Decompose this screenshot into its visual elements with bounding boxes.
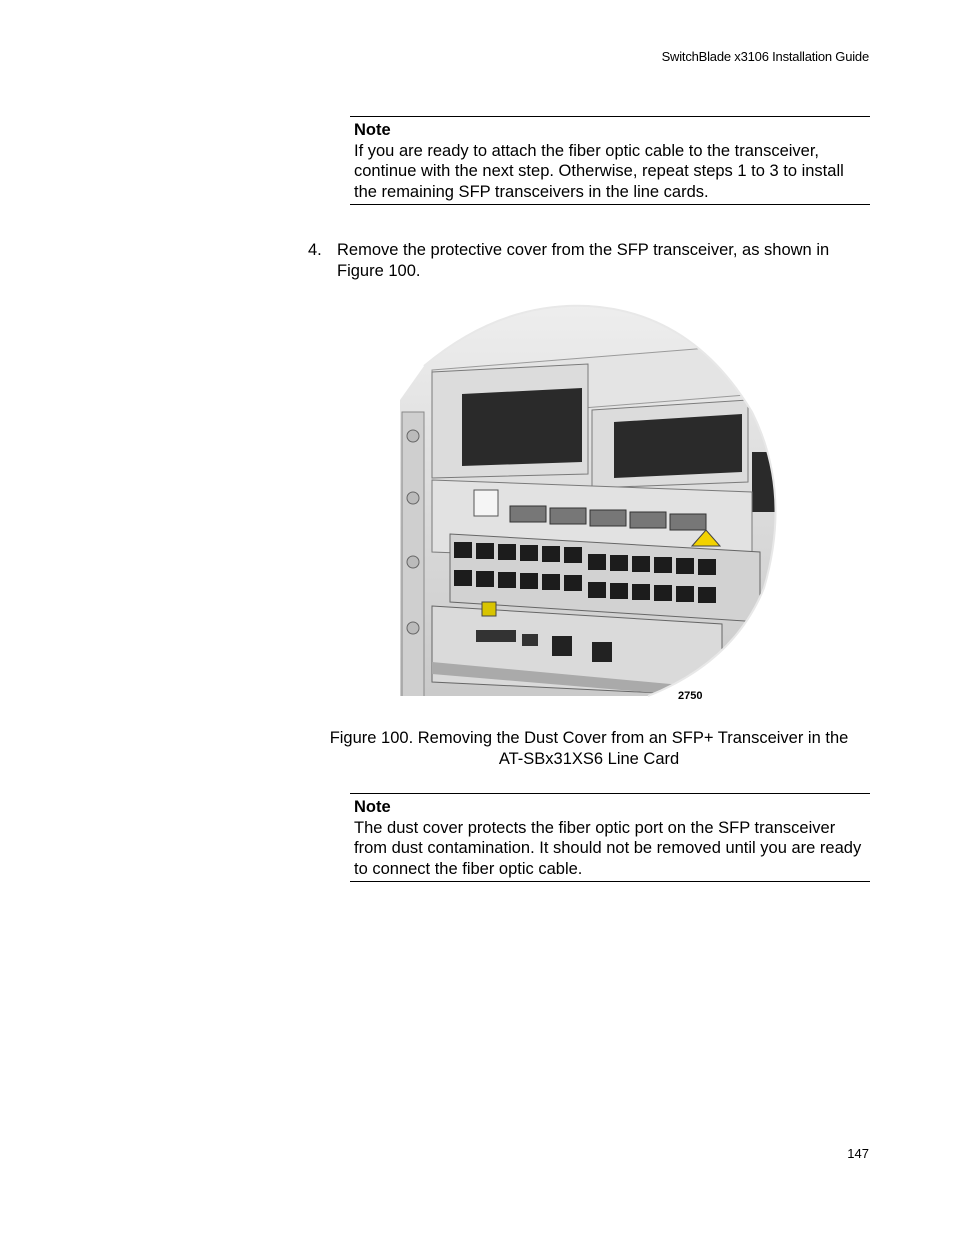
- note-body: If you are ready to attach the fiber opt…: [354, 141, 844, 201]
- caption-line-1: Figure 100. Removing the Dust Cover from…: [329, 729, 849, 747]
- running-header: SwitchBlade x3106 Installation Guide: [661, 49, 870, 64]
- caption-line-2: AT-SBx31XS6 Line Card: [498, 749, 680, 768]
- figure-id-label: 2750: [678, 690, 702, 702]
- chassis-illustration: 2750: [400, 304, 777, 702]
- step-4: 4. Remove the protective cover from the …: [308, 240, 868, 281]
- step-number: 4.: [308, 241, 322, 259]
- note-title: Note: [354, 798, 391, 816]
- note-top: Note If you are ready to attach the fibe…: [350, 116, 870, 205]
- note-bottom: Note The dust cover protects the fiber o…: [350, 793, 870, 882]
- note-body: The dust cover protects the fiber optic …: [354, 818, 862, 878]
- page-number: 147: [847, 1146, 869, 1161]
- figure-line-card-illustration: 2750: [392, 302, 784, 706]
- note-title: Note: [354, 121, 391, 139]
- figure-caption: Figure 100. Removing the Dust Cover from…: [300, 728, 878, 769]
- step-text: Remove the protective cover from the SFP…: [337, 241, 830, 280]
